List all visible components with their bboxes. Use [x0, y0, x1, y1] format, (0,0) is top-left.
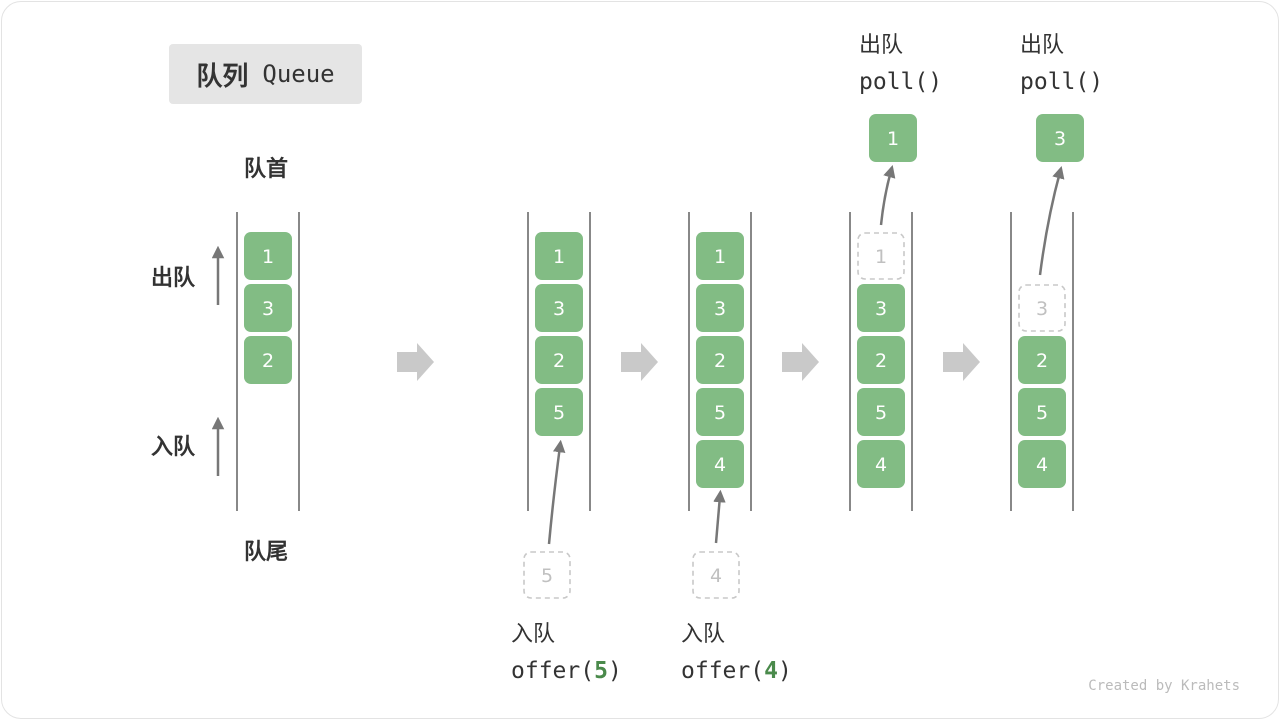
queue-2-cell-0-label: 1	[714, 246, 726, 268]
removed-cell-3-box	[1036, 114, 1084, 162]
incoming-cell-5-box	[523, 551, 571, 599]
title-en: Queue	[262, 60, 335, 88]
queue-4-cell-2-label: 4	[1036, 454, 1048, 476]
queue-3-cell-0-label: 3	[875, 298, 887, 320]
queue-1-cell-1-box	[535, 284, 583, 332]
queue-1-cell-3-box	[535, 388, 583, 436]
queue-0-cell-2-label: 2	[262, 350, 274, 372]
queue-4-cell-0-box	[1018, 336, 1066, 384]
queue-1-cell-2-box	[535, 336, 583, 384]
queue-2-cell-0-box	[696, 232, 744, 280]
queue-4-cell-0-label: 2	[1036, 350, 1048, 372]
enqueue-4-arrow	[713, 489, 726, 544]
step-arrow-2	[621, 343, 658, 381]
queue-4-cell-1-box	[1018, 388, 1066, 436]
queue-1-cell-0-label: 1	[553, 246, 565, 268]
enqueue-5-arrow	[547, 439, 566, 545]
title-zh: 队列	[196, 61, 249, 92]
poll-3-caption-code: poll()	[1020, 69, 1104, 95]
queue-3-cell-3-box	[857, 440, 905, 488]
offer-5-caption-zh: 入队	[511, 622, 556, 647]
queue-3-ghost-cell-label: 1	[875, 246, 887, 268]
queue-2-cell-4-box	[696, 440, 744, 488]
step-arrow-4	[943, 343, 980, 381]
rear-label: 队尾	[244, 540, 289, 565]
queue-1-cell-0-box	[535, 232, 583, 280]
queue-1-cell-1-label: 3	[553, 298, 565, 320]
offer-4-caption-code: offer(4)	[681, 658, 792, 684]
queue-2-cell-1-label: 3	[714, 298, 726, 320]
step-arrow-3	[782, 343, 819, 381]
queue-4-cell-1-label: 5	[1036, 402, 1048, 424]
queue-2-cell-2-label: 2	[714, 350, 726, 372]
queue-3-cell-2-label: 5	[875, 402, 887, 424]
queue-2-cell-1-box	[696, 284, 744, 332]
front-label: 队首	[244, 157, 289, 182]
poll-1-caption-zh: 出队	[859, 33, 904, 58]
queue-1-cell-2-label: 2	[553, 350, 565, 372]
poll-3-caption: 出队 poll()	[1020, 28, 1103, 100]
queue-0-cell-0-box	[244, 232, 292, 280]
queue-3-cell-2-box	[857, 388, 905, 436]
dequeue-direction-label: 出队	[151, 266, 196, 291]
offer-4-caption-zh: 入队	[681, 622, 726, 647]
diagram-title: 队列 Queue	[169, 44, 362, 104]
queue-2-cell-3-label: 5	[714, 402, 726, 424]
queue-2-cell-4-label: 4	[714, 454, 726, 476]
poll-3-caption-zh: 出队	[1020, 33, 1065, 58]
queue-2-cell-2-box	[696, 336, 744, 384]
queue-3-ghost-cell-box	[857, 232, 905, 280]
removed-cell-3-label: 3	[1054, 128, 1066, 150]
step-arrow-1	[397, 343, 434, 381]
queue-3-cell-3-label: 4	[875, 454, 887, 476]
dequeue-3-arrow	[1038, 165, 1065, 276]
poll-1-caption: 出队 poll()	[859, 28, 942, 100]
queue-0-cell-1-box	[244, 284, 292, 332]
queue-4-ghost-cell-label: 3	[1036, 298, 1048, 320]
queue-3-cell-1-box	[857, 336, 905, 384]
incoming-cell-5-label: 5	[541, 565, 553, 587]
poll-1-caption-code: poll()	[859, 69, 943, 95]
offer-5-caption-code: offer(5)	[511, 658, 622, 684]
offer-5-caption: 入队 offer(5)	[511, 617, 622, 689]
incoming-cell-4-label: 4	[710, 565, 722, 587]
queue-0-cell-0-label: 1	[262, 246, 274, 268]
queue-4-ghost-cell-box	[1018, 284, 1066, 332]
credit-text: Created by Krahets	[1088, 678, 1240, 694]
queue-3-cell-1-label: 2	[875, 350, 887, 372]
queue-1-cell-3-label: 5	[553, 402, 565, 424]
queue-4-cell-2-box	[1018, 440, 1066, 488]
removed-cell-1-box	[869, 114, 917, 162]
offer-4-caption: 入队 offer(4)	[681, 617, 792, 689]
dequeue-1-arrow	[879, 164, 896, 226]
enqueue-direction-label: 入队	[151, 435, 196, 460]
queue-2-cell-3-box	[696, 388, 744, 436]
incoming-cell-4-box	[692, 551, 740, 599]
queue-0-cell-1-label: 3	[262, 298, 274, 320]
queue-0-cell-2-box	[244, 336, 292, 384]
removed-cell-1-label: 1	[887, 128, 899, 150]
queue-3-cell-0-box	[857, 284, 905, 332]
